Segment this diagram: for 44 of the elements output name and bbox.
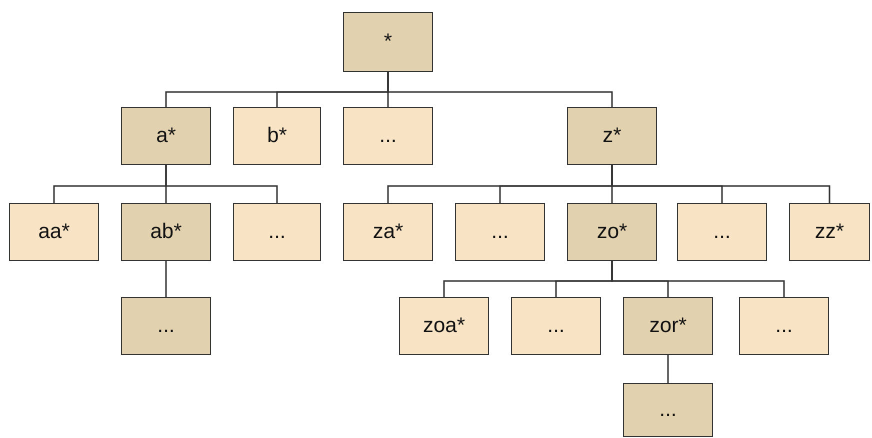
connector-line xyxy=(165,261,167,297)
connector-line xyxy=(165,165,278,203)
tree-node-box xyxy=(623,297,713,355)
node-label: a* xyxy=(156,124,176,148)
node-label: ... xyxy=(659,398,677,422)
tree-node-box xyxy=(343,203,433,261)
connector-line xyxy=(611,165,830,203)
node-label: ... xyxy=(157,314,175,338)
tree-node-box xyxy=(121,107,211,165)
tree-node-box xyxy=(233,203,321,261)
node-label: ... xyxy=(491,220,509,244)
tree-node-box xyxy=(567,203,657,261)
node-label: b* xyxy=(267,124,287,148)
tree-node-box xyxy=(343,107,433,165)
tree-node-box xyxy=(567,107,657,165)
tree-node-box xyxy=(399,297,489,355)
tree-node-box xyxy=(623,383,713,437)
tree-node-box xyxy=(511,297,601,355)
node-label: za* xyxy=(372,220,404,244)
connector-line xyxy=(611,261,785,297)
tree-node-box xyxy=(9,203,99,261)
tree-node-box xyxy=(121,297,211,355)
tree-node-box xyxy=(233,107,321,165)
node-label: z* xyxy=(602,124,622,148)
node-label: zor* xyxy=(649,314,687,338)
node-label: zz* xyxy=(814,220,844,244)
node-label: zo* xyxy=(596,220,628,244)
tree-node-box xyxy=(455,203,545,261)
node-label: ... xyxy=(713,220,731,244)
node-label: ... xyxy=(547,314,565,338)
node-label: * xyxy=(384,30,392,54)
node-label: ab* xyxy=(150,220,182,244)
node-label: ... xyxy=(775,314,793,338)
node-label: aa* xyxy=(38,220,70,244)
connector-line xyxy=(667,355,669,383)
tree-node-box xyxy=(677,203,767,261)
node-label: ... xyxy=(268,220,286,244)
tree-node-box xyxy=(121,203,211,261)
tree-node-box xyxy=(789,203,870,261)
tree-node-box xyxy=(739,297,829,355)
node-label: ... xyxy=(379,124,397,148)
tree-node-box xyxy=(343,12,433,72)
connector-line xyxy=(387,72,613,107)
node-label: zoa* xyxy=(422,314,466,338)
